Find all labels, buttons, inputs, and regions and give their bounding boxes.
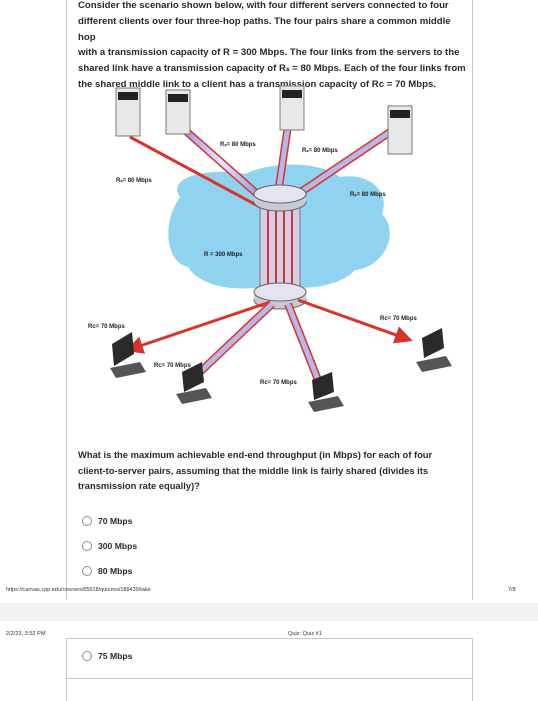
question-intro: Consider the scenario shown below, with … [78, 0, 470, 93]
client-link-label: Rᴄ= 70 Mbps [260, 380, 298, 386]
print-page-number: 7/8 [508, 587, 516, 593]
divider [66, 678, 472, 679]
server-links [129, 111, 393, 209]
answer-label: 300 Mbps [98, 541, 138, 551]
client-link-label: Rᴄ= 70 Mbps [380, 316, 418, 322]
answer-label: 75 Mbps [98, 651, 133, 661]
radio-button[interactable] [82, 651, 92, 661]
question-line: transmission rate equally)? [78, 480, 200, 492]
server-icon [279, 85, 305, 131]
answer-option-70[interactable]: 70 Mbps [82, 516, 132, 526]
answer-option-80[interactable]: 80 Mbps [82, 566, 132, 576]
client-computer-icon [416, 328, 452, 372]
server-link-label: Rₛ= 80 Mbps [220, 142, 256, 148]
intro-line: Consider the scenario shown below, with … [78, 0, 449, 11]
intro-line: different clients over four three-hop pa… [78, 15, 451, 43]
print-header-date: 2/2/23, 3:52 PM [6, 631, 46, 637]
client-computer-icon [110, 332, 146, 378]
client-computer-icon [176, 362, 212, 404]
server-link-label: Rₛ= 80 Mbps [116, 178, 152, 184]
server-icon [115, 87, 141, 137]
intro-line: the shared middle link to a client has a… [78, 78, 437, 90]
client-link-label: Rᴄ= 70 Mbps [154, 363, 192, 369]
answer-label: 80 Mbps [98, 566, 133, 576]
client-links [125, 298, 413, 382]
server-icon [387, 105, 413, 155]
server-link-label: Rₛ= 80 Mbps [302, 148, 338, 154]
radio-button[interactable] [82, 566, 92, 576]
answer-option-75[interactable]: 75 Mbps [82, 651, 132, 661]
network-diagram: Rₛ= 80 Mbps Rₛ= 80 Mbps Rₛ= 80 Mbps Rₛ= … [88, 85, 452, 412]
server-icon [165, 89, 191, 135]
client-link-label: Rᴄ= 70 Mbps [88, 324, 126, 330]
client-computer-icon [308, 372, 344, 412]
question-text: What is the maximum achievable end-end t… [78, 447, 448, 494]
print-header-title: Quiz: Quiz #1 [288, 631, 322, 637]
radio-button[interactable] [82, 516, 92, 526]
quiz-page-card-continued [66, 638, 473, 701]
server-link-label: Rₛ= 80 Mbps [350, 192, 386, 198]
print-footer-url: https://canvas.cpp.edu/courses/65518/qui… [6, 587, 151, 593]
intro-line: shared link have a transmission capacity… [78, 63, 466, 75]
top-router [253, 184, 307, 212]
page-break [0, 603, 538, 621]
question-line: client-to-server pairs, assuming that th… [78, 464, 429, 476]
intro-line: with a transmission capacity of R = 300 … [78, 47, 460, 59]
answer-label: 70 Mbps [98, 516, 133, 526]
answer-option-300[interactable]: 300 Mbps [82, 541, 137, 551]
question-line: What is the maximum achievable end-end t… [78, 449, 433, 460]
shared-link-label: R = 300 Mbps [204, 252, 243, 258]
radio-button[interactable] [82, 541, 92, 551]
